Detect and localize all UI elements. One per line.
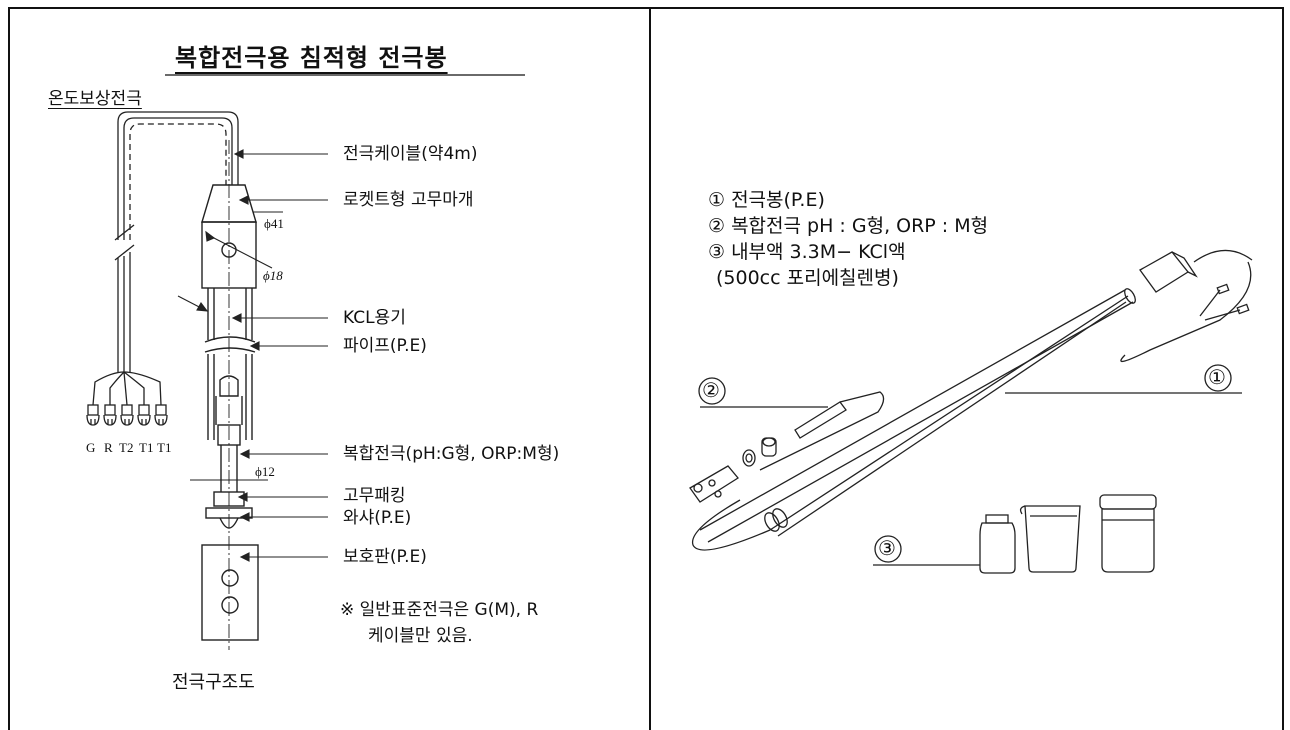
dimension-marks [177, 211, 283, 481]
parts-illustration [689, 249, 1253, 574]
electrode-cable-drawing [92, 111, 239, 406]
callout-3: ③ [878, 536, 896, 560]
terminal-label: G [86, 440, 96, 455]
terminal-label: T1 [157, 440, 172, 455]
note-line-1: ※ 일반표준전극은 G(M), R [340, 600, 539, 620]
parts-list-item-1: ① 전극봉(P.E) [708, 189, 825, 211]
parts-list-item-3: ③ 내부액 3.3M− KCl액 [708, 241, 906, 263]
panel-borders [8, 7, 1284, 730]
packing-label: 고무패킹 [343, 486, 406, 506]
guard-label: 보호판(P.E) [343, 547, 427, 567]
stopper-label: 로켓트형 고무마개 [343, 190, 474, 210]
kcl-container-label: KCL용기 [343, 308, 406, 328]
electrode-body [201, 140, 259, 650]
callout-2: ② [702, 378, 720, 402]
temperature-electrode-label: 온도보상전극 [48, 89, 142, 109]
washer-label: 와샤(P.E) [343, 508, 412, 528]
terminal-lugs [86, 404, 168, 426]
terminal-label: T1 [139, 440, 154, 455]
callout-markers [698, 364, 1242, 566]
phi41-dimension: ϕ41 [264, 216, 284, 231]
structure-caption: 전극구조도 [172, 672, 255, 693]
parts-list-item-4: (500cc 포리에칠렌병) [716, 267, 899, 289]
diagram-title: 복합전극용 침적형 전극봉 [175, 44, 448, 72]
leader-lines [231, 149, 328, 562]
combined-electrode-label: 복합전극(pH:G형, ORP:M형) [343, 444, 560, 464]
pipe-label: 파이프(P.E) [343, 336, 427, 356]
note-line-2: 케이블만 있음. [368, 626, 473, 646]
parts-list-item-2: ② 복합전극 pH : G형, ORP : M형 [708, 215, 989, 237]
cable-label: 전극케이블(약4m) [343, 144, 478, 164]
phi18-dimension: ϕ18 [263, 268, 283, 283]
terminal-label: R [104, 440, 113, 455]
callout-1: ① [1208, 365, 1226, 389]
terminal-label: T2 [119, 440, 134, 455]
phi12-dimension: ϕ12 [255, 464, 275, 479]
